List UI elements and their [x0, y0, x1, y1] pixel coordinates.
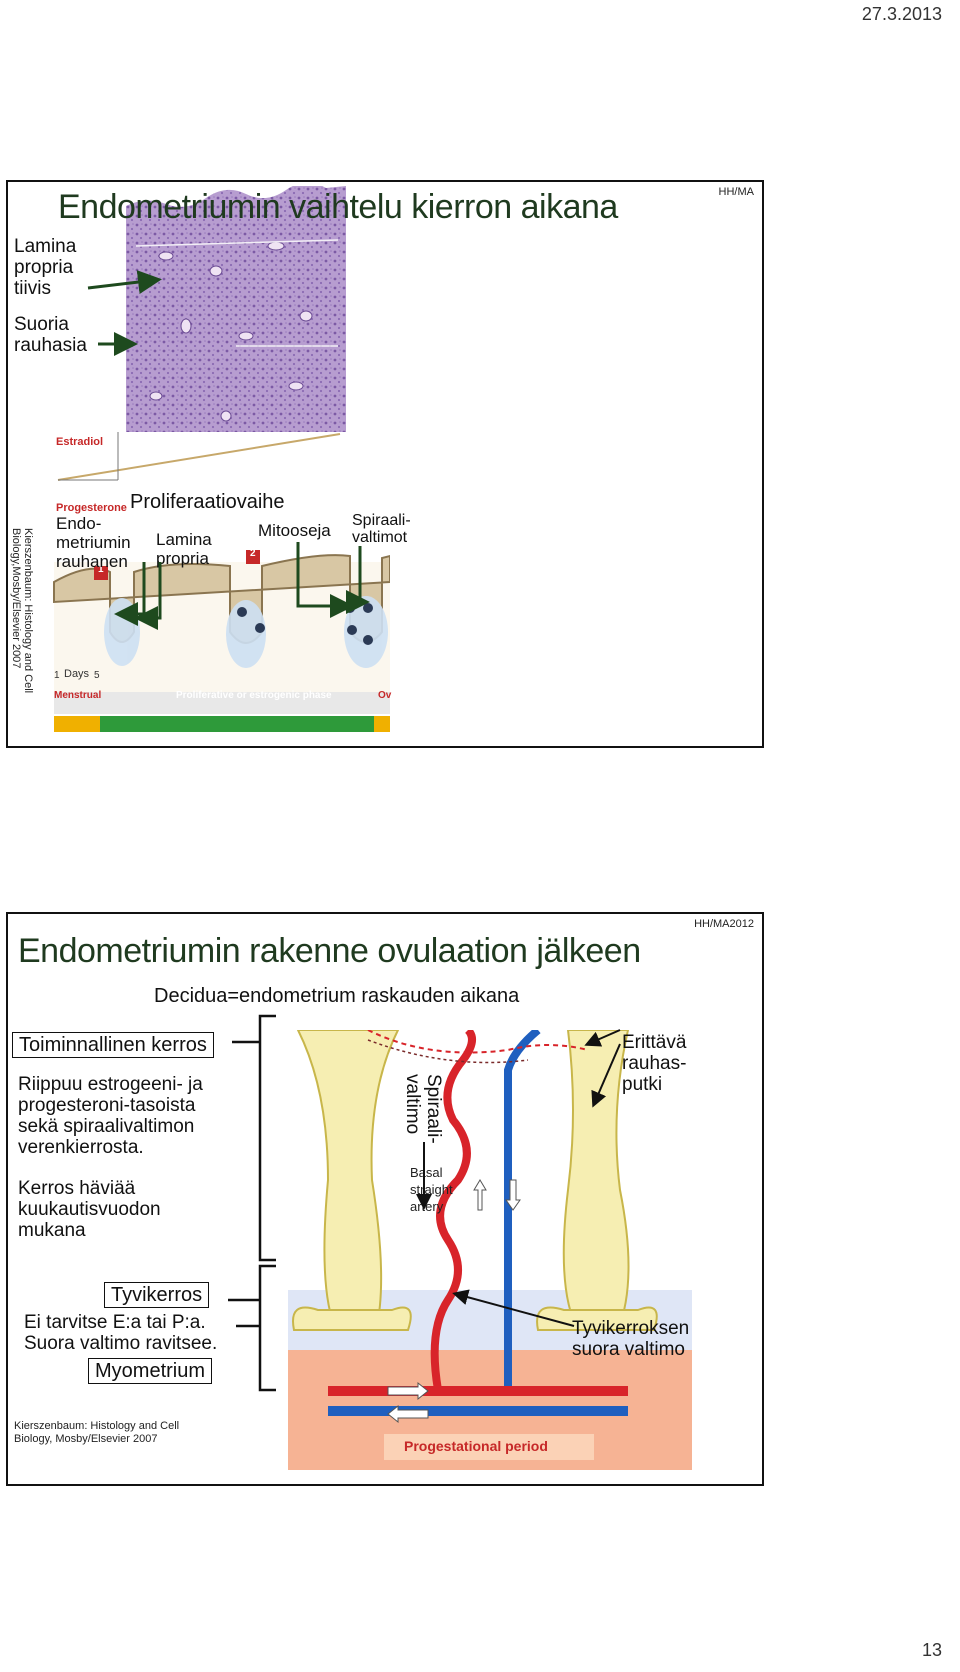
page-date: 27.3.2013	[861, 4, 942, 24]
spiraalivaltimo-label: Spiraali- valtimo	[402, 1074, 444, 1144]
slide-2: Progestational period Basal straight art…	[6, 912, 764, 1486]
slide-1: Estradiol Progesterone Days 1 5 1 2 Mens…	[6, 180, 764, 748]
day-1-label: 1	[54, 670, 60, 681]
kerros-haviaa-text: Kerros häviää kuukautisvuodon mukana	[18, 1178, 161, 1241]
slide-2-citation: Kierszenbaum: Histology and Cell Biology…	[14, 1420, 180, 1445]
tyvikerroksen-label: Tyvikerroksen suora valtimo	[572, 1318, 690, 1360]
decidua-subtitle: Decidua=endometrium raskauden aikana	[154, 985, 520, 1007]
progesterone-label: Progesterone	[56, 502, 127, 514]
tyvikerros-box: Tyvikerros	[104, 1282, 210, 1308]
ov-label: Ov	[378, 690, 392, 701]
slide-2-code: HH/MA2012	[694, 918, 754, 930]
mitooseja-label: Mitooseja	[258, 521, 331, 540]
spiraalivaltimot-label: Spiraali- valtimot	[352, 512, 411, 546]
progestational-label: Progestational period	[404, 1438, 548, 1454]
marker-1: 1	[98, 564, 104, 575]
lamina-tiivis-label: Lamina propria tiivis	[14, 236, 77, 299]
endometrium-rauhanen-label: Endo- metriumin rauhanen	[56, 514, 131, 571]
ei-tarvitse-text: Ei tarvitse E:a tai P:a. Suora valtimo r…	[24, 1312, 218, 1354]
endometrium-diagram	[288, 1030, 692, 1470]
riippuu-text: Riippuu estrogeeni- ja progesteroni-taso…	[18, 1074, 203, 1158]
phase-label: Proliferative or estrogenic phase	[176, 690, 332, 701]
slide-1-title: Endometriumin vaihtelu kierron aikana	[58, 188, 618, 226]
slide-1-code: HH/MA	[718, 186, 754, 198]
slide-1-arrows	[87, 270, 370, 630]
days-label: Days	[64, 668, 90, 680]
erittava-label: Erittävä rauhas- putki	[622, 1032, 687, 1095]
slide-2-title: Endometriumin rakenne ovulaation jälkeen	[18, 932, 641, 970]
estradiol-label: Estradiol	[56, 436, 104, 448]
day-5-label: 5	[94, 670, 100, 681]
proliferaatio-label: Proliferaatiovaihe	[130, 491, 285, 513]
menstrual-label: Menstrual	[54, 690, 102, 701]
marker-2: 2	[250, 548, 256, 559]
myometrium-box: Myometrium	[88, 1358, 213, 1384]
suoria-label: Suoria rauhasia	[14, 314, 87, 356]
cycle-diagram	[50, 432, 390, 732]
lamina-propria-label: Lamina propria	[156, 530, 212, 568]
page-number: 13	[921, 1640, 942, 1660]
slide-2-brackets	[228, 1014, 621, 1392]
toiminnallinen-kerros-box: Toiminnallinen kerros	[12, 1032, 214, 1058]
